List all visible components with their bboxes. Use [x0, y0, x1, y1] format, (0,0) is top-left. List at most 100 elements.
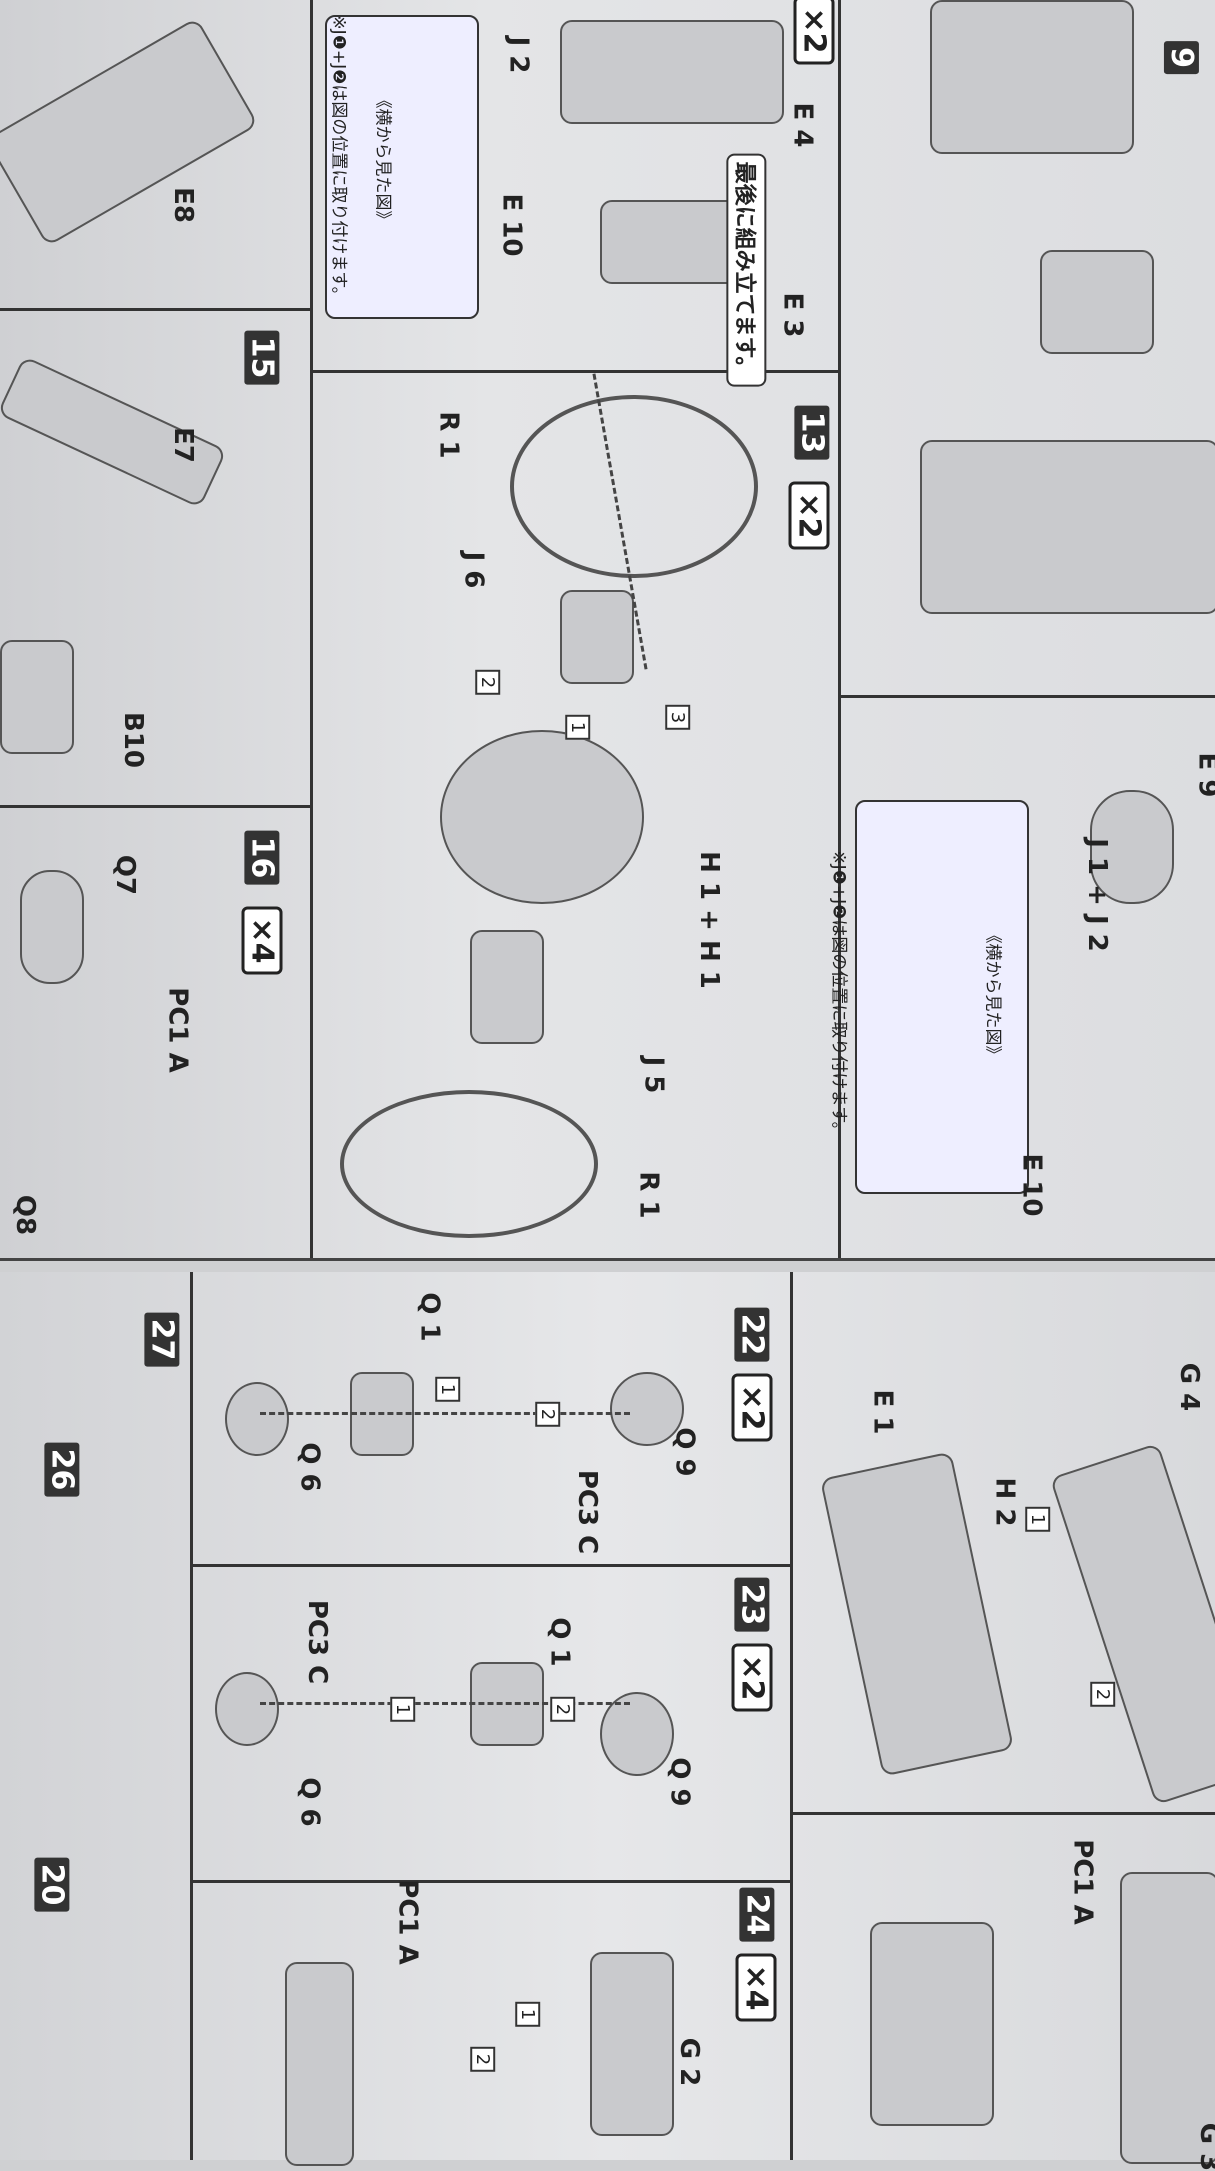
wing-part-illustration [0, 17, 259, 247]
part-illustration [610, 1372, 684, 1446]
part-label: Q8 [10, 1194, 41, 1236]
part-label: J 6 [458, 551, 489, 589]
panel-divider [190, 1880, 790, 1883]
side-view-note: 《横から見た図》 ※J❶+J❷は図の位置に取り付けます。 [829, 800, 1029, 1194]
part-label: E 10 [496, 193, 527, 257]
part-label: B10 [118, 712, 148, 768]
part-illustration [590, 1952, 674, 2136]
part-label: G 4 [1174, 1362, 1205, 1412]
step-22-multiplier: ×2 [731, 1373, 773, 1442]
part-label: J 5 [638, 1056, 669, 1094]
part-label: E7 [167, 427, 198, 463]
panel-divider [0, 308, 310, 311]
part-label: E 9 [1192, 753, 1215, 798]
step-27-number: 27 [144, 1312, 180, 1367]
panel-divider [310, 0, 313, 1258]
part-illustration [560, 590, 634, 684]
part-label: Q7 [110, 854, 141, 896]
part-illustration [600, 200, 744, 284]
step-24-number: 24 [739, 1887, 775, 1942]
step-12-multiplier: ×2 [793, 0, 835, 65]
attach-note: ※J❶+J❷は図の位置に取り付けます。 [828, 850, 849, 1139]
sequence-marker: 2 [470, 2046, 496, 2073]
manual-page-top: 《横から見た図》 ※J❶+J❷は図の位置に取り付けます。 《横から見た図》 ※J… [0, 0, 1215, 1261]
assemble-last-note: 最後に組み立てます。 [726, 153, 767, 387]
panel-divider [190, 1564, 790, 1567]
part-illustration [1049, 1442, 1215, 1806]
part-label: Q 6 [294, 1442, 325, 1492]
step-16-number: 16 [244, 830, 280, 885]
part-label: G 3 [1194, 2123, 1215, 2171]
part-label: PC1 A [162, 987, 193, 1073]
part-illustration [1040, 250, 1154, 354]
part-label: Q 9 [664, 1757, 695, 1807]
step-26-number: 26 [44, 1442, 80, 1497]
sequence-marker: 1 [435, 1376, 461, 1403]
manual-page-bottom: 22 ×2 23 ×2 24 ×4 27 26 20 Q 1 PC3 C Q 9… [0, 1272, 1215, 2171]
sequence-marker: 2 [1090, 1681, 1116, 1708]
part-label: E 4 [787, 102, 818, 148]
sequence-marker: 1 [1025, 1506, 1051, 1533]
step-24-multiplier: ×4 [735, 1953, 777, 2022]
link-part-illustration [20, 870, 84, 984]
side-view-note: 《横から見た図》 ※J❶+J❷は図の位置に取り付けます。 [325, 15, 479, 319]
part-illustration [600, 1692, 674, 1776]
panel-divider [0, 805, 310, 808]
part-label: R 1 [633, 1171, 664, 1219]
step-23-number: 23 [734, 1577, 770, 1632]
step-23-multiplier: ×2 [731, 1643, 773, 1712]
step-15-number: 15 [244, 330, 280, 385]
step-9-number: 9 [1163, 41, 1199, 74]
part-label: PC1 A [392, 1879, 423, 1965]
part-illustration [225, 1382, 289, 1456]
part-illustration [285, 1962, 354, 2166]
ring-part-illustration [340, 1090, 598, 1238]
part-label: J 2 [503, 36, 534, 74]
part-label: E 3 [777, 292, 808, 338]
part-label: PC3 C [572, 1469, 603, 1555]
part-label: E8 [167, 187, 198, 223]
part-illustration [560, 20, 784, 124]
part-illustration [470, 930, 544, 1044]
side-view-label: 《横から見た図》 [982, 926, 1003, 1063]
part-label: H 2 [989, 1477, 1020, 1527]
step-13-number: 13 [794, 405, 830, 460]
part-illustration [920, 440, 1215, 614]
part-illustration [0, 640, 74, 754]
panel-divider [838, 0, 841, 1258]
part-label: Q 6 [294, 1777, 325, 1827]
side-view-label: 《横から見た図》 [372, 91, 393, 228]
part-label: J 1 + J 2 [1081, 838, 1112, 952]
part-label: E 1 [867, 1389, 898, 1435]
sequence-marker: 1 [515, 2001, 541, 2028]
part-label: G 2 [674, 2037, 705, 2087]
panel-divider [790, 1812, 1215, 1815]
step-20-number: 20 [34, 1857, 70, 1912]
step-13-multiplier: ×2 [788, 481, 830, 550]
panel-divider [190, 1272, 193, 2160]
sequence-marker: 2 [550, 1696, 576, 1723]
sequence-marker: 2 [475, 669, 501, 696]
guide-line [260, 1412, 630, 1415]
part-illustration [870, 1922, 994, 2126]
part-illustration [930, 0, 1134, 154]
sequence-marker: 3 [665, 704, 691, 731]
sequence-marker: 2 [535, 1401, 561, 1428]
sequence-marker: 1 [390, 1696, 416, 1723]
part-illustration [819, 1451, 1015, 1777]
hub-part-illustration [440, 730, 644, 904]
step-16-multiplier: ×4 [241, 906, 283, 975]
panel-divider [838, 695, 1215, 698]
sequence-marker: 1 [565, 714, 591, 741]
part-label: R 1 [433, 411, 464, 459]
part-label: E 10 [1016, 1153, 1047, 1217]
part-illustration [1090, 790, 1174, 904]
part-label: PC3 C [302, 1599, 333, 1685]
ring-part-illustration [510, 395, 758, 578]
guide-line [260, 1702, 630, 1705]
part-illustration [215, 1672, 279, 1746]
panel-divider [790, 1272, 793, 2160]
part-label: Q 9 [669, 1427, 700, 1477]
part-illustration [1120, 1872, 1215, 2164]
panel-divider [310, 370, 838, 373]
